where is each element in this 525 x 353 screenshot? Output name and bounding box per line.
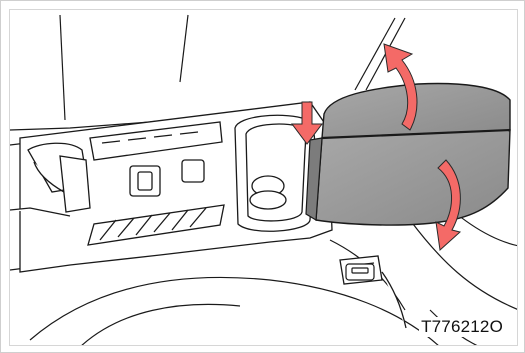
console-illustration: [10, 10, 518, 346]
illustration-panel: T776212O: [9, 9, 518, 346]
seat-belt-buckle-icon: [346, 264, 374, 280]
figure-code-label: T776212O: [419, 317, 505, 337]
